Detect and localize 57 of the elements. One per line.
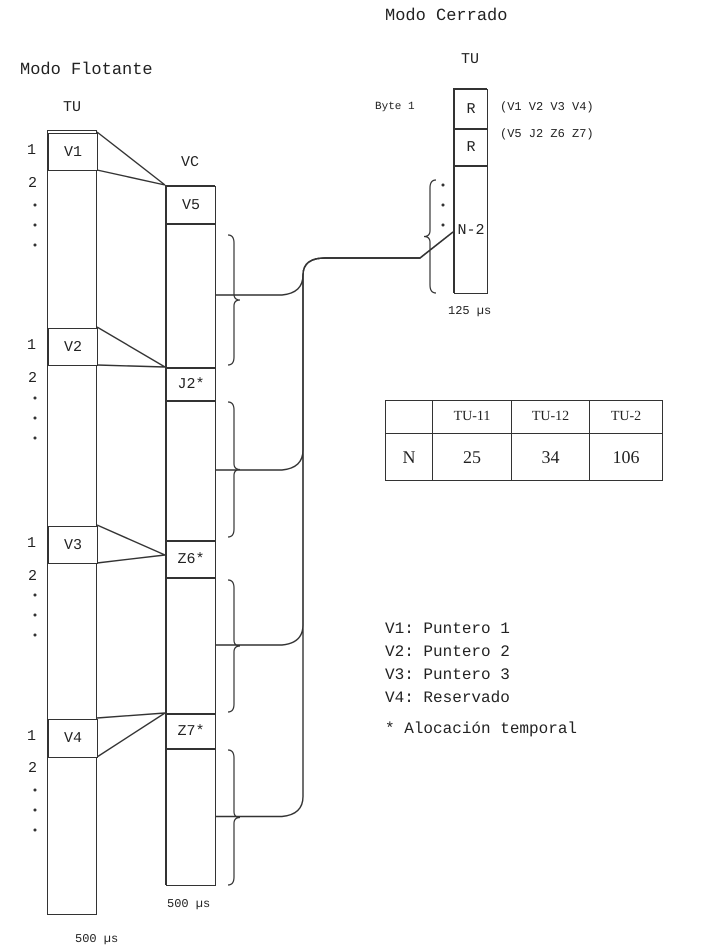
byte-label: V5 [182,196,200,214]
legend-text: V3: Puntero 3 [385,666,510,684]
column-heading: TU [63,99,81,116]
column-header-cell: TU-11 [432,400,512,434]
column-heading: TU [461,51,479,68]
row-number: 1 [27,337,36,354]
row-number: 1 [27,142,36,159]
payload-segment [166,224,216,368]
byte-label: J2* [177,376,204,393]
section-heading: Modo Flotante [20,62,153,80]
byte-label: V3 [64,536,82,554]
legend-text: V1: Puntero 1 [385,620,510,638]
byte-note: (V5 J2 Z6 Z7) [500,126,594,143]
byte-label: Z7* [177,723,204,740]
table-cell: 25 [432,434,512,480]
column-heading: VC [181,154,199,171]
byte-cell [454,89,488,129]
table-cell: 106 [590,434,662,480]
connector-line [96,524,166,564]
connector-line [96,326,166,368]
duration-label: 125 µs [448,303,492,320]
row-label: Byte 1 [375,100,415,115]
footnote: * Alocación temporal [385,720,578,738]
payload-segment [166,749,216,886]
row-number: 2 [28,370,38,388]
byte-label: V2 [64,338,82,356]
byte-cell [166,186,216,224]
section-heading: Modo Cerrado [385,8,508,26]
byte-cell [454,129,488,166]
legend-text: V4: Reservado [385,689,510,707]
payload-cell [454,166,488,294]
connector-line [96,131,166,186]
row-number: 1 [27,728,36,745]
byte-cell [166,368,216,401]
byte-label: R [466,139,476,156]
connector-line [96,712,166,758]
row-number: 2 [28,175,38,193]
connector-line [215,231,454,818]
legend-text: V2: Puntero 2 [385,643,510,661]
byte-cell [166,541,216,578]
table-cell: 34 [512,434,590,480]
column-header-cell: TU-2 [590,400,662,434]
column-header-cell: TU-12 [512,400,590,434]
payload-segment [166,401,216,541]
byte-note: (V1 V2 V3 V4) [500,99,594,116]
byte-label: V4 [64,730,82,747]
payload-segment [166,578,216,714]
byte-cell [166,714,216,749]
row-number: 1 [27,535,36,552]
table-cell: N [386,434,432,480]
duration-label: 500 µs [167,896,210,913]
byte-label: Z6* [177,551,204,568]
row-number: 2 [28,568,38,586]
duration-label: 500 µs [75,931,118,948]
row-number: 2 [28,760,38,778]
byte-label: V1 [64,144,82,160]
byte-label: R [466,100,476,118]
